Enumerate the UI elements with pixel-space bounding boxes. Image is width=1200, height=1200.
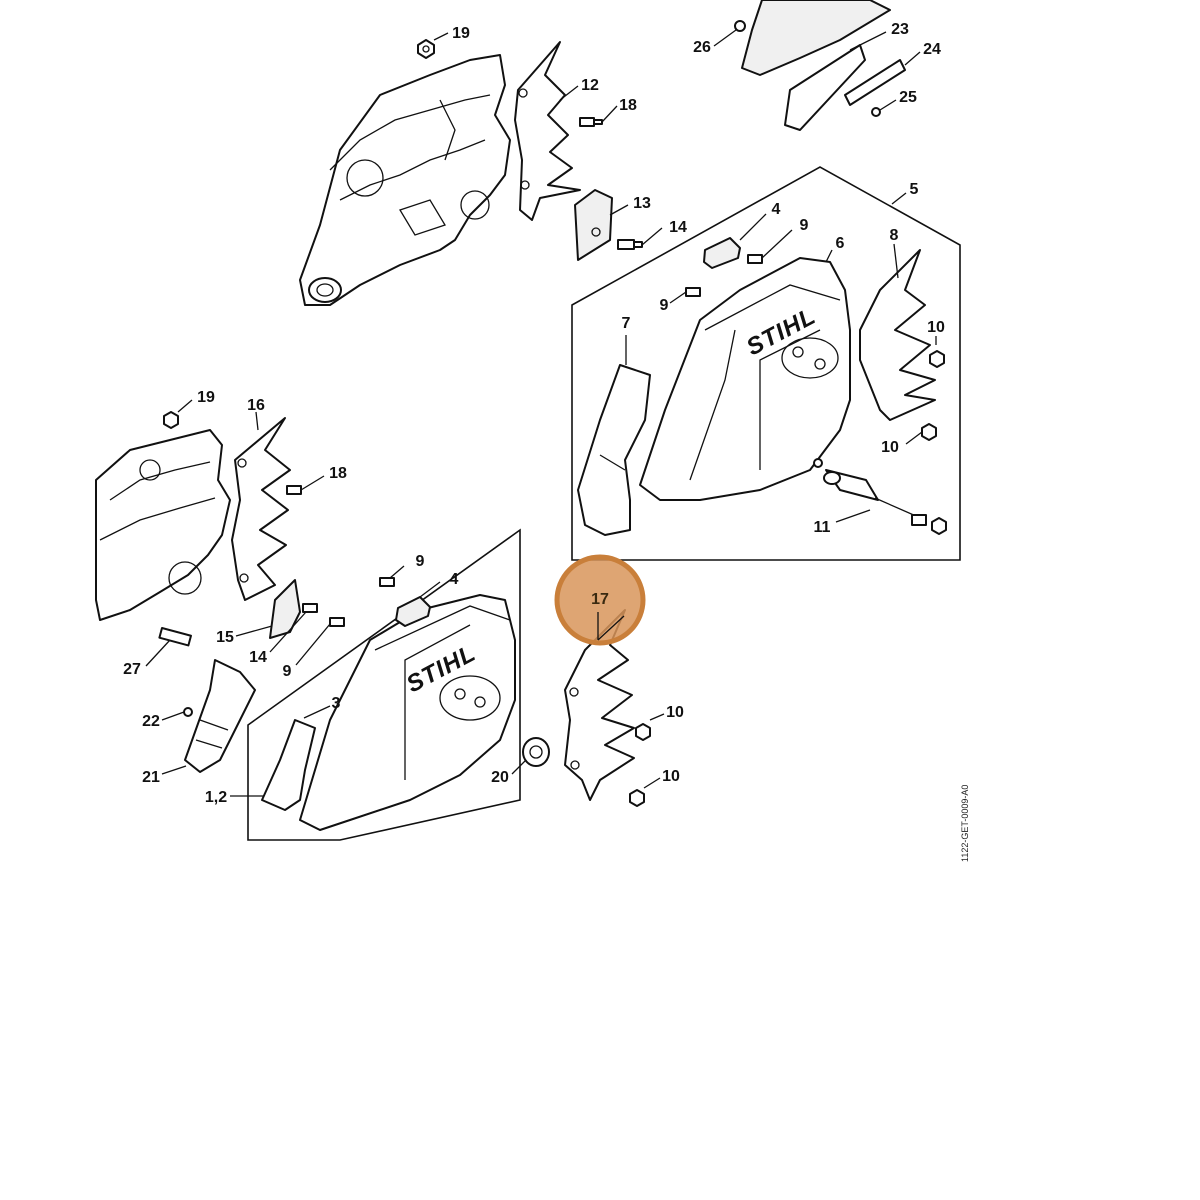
callout-9-bottom-a: 9	[416, 553, 425, 570]
callout-23: 23	[891, 21, 909, 38]
highlight-label: 17	[591, 591, 609, 608]
callout-10-top-a: 10	[927, 319, 945, 336]
callout-14-bottom: 14	[249, 649, 267, 666]
callout-13: 13	[633, 195, 651, 212]
callout-18-top: 18	[619, 97, 637, 114]
leader-lines	[145, 29, 937, 797]
nut-20	[522, 737, 550, 767]
callout-10-top-b: 10	[881, 439, 899, 456]
fasteners-top	[417, 20, 881, 250]
callout-26: 26	[693, 39, 711, 56]
callout-5: 5	[910, 181, 919, 198]
callout-18-bottom: 18	[329, 465, 347, 482]
callout-16: 16	[247, 397, 265, 414]
callout-15: 15	[216, 629, 234, 646]
callout-9-top-b: 9	[660, 297, 669, 314]
callout-3: 3	[332, 695, 341, 712]
callout-12: 12	[581, 77, 599, 94]
callout-11: 11	[814, 519, 831, 536]
fasteners-right	[685, 254, 947, 535]
sprocket-cover-1-2: STIHL	[299, 594, 516, 831]
chain-catcher-7	[577, 364, 651, 536]
callout-22: 22	[142, 713, 160, 730]
rear-handle-21	[184, 659, 256, 773]
bumper-spike-16	[231, 417, 291, 601]
fasteners-bottom-right	[629, 723, 651, 807]
callout-19-bottom: 19	[197, 389, 215, 406]
block-13	[574, 189, 613, 261]
sprocket-cover-assembly-frame	[571, 166, 961, 561]
callout-14-top: 14	[669, 219, 687, 236]
sprocket-cover-assembly-frame-bottom	[247, 528, 521, 841]
callout-4-top: 4	[772, 201, 781, 218]
catch-15	[269, 579, 301, 639]
callout-7: 7	[622, 315, 631, 332]
callout-9-bottom-b: 9	[283, 663, 292, 680]
chain-guide-plate-12	[514, 41, 581, 221]
highlight-callout-17[interactable]: 17	[554, 554, 646, 646]
callout-25: 25	[899, 89, 917, 106]
chain-catcher-3	[261, 719, 316, 811]
callout-9-top-a: 9	[800, 217, 809, 234]
document-code: 1122-GET-0009-A0	[960, 785, 970, 862]
callout-10-bottom-b: 10	[662, 768, 680, 785]
callout-20: 20	[491, 769, 509, 786]
guide-bar-plates-top	[741, 0, 906, 131]
callout-8: 8	[890, 227, 899, 244]
callout-21: 21	[142, 769, 160, 786]
callout-24: 24	[923, 41, 941, 58]
callout-1-2: 1,2	[205, 789, 227, 806]
callout-27: 27	[123, 661, 141, 678]
crankcase-top	[299, 54, 511, 306]
callout-6: 6	[836, 235, 845, 252]
callout-labels: 19 12 18 13 14 26 23 24 25 5 4 9 6 8 9 7…	[123, 21, 945, 806]
fasteners-bottom-left	[158, 411, 395, 717]
callout-4-bottom: 4	[450, 571, 459, 588]
clip-4-top	[703, 237, 741, 269]
highlight-circle	[554, 554, 646, 646]
callout-19-top: 19	[452, 25, 470, 42]
crankcase-bottom	[95, 429, 231, 621]
sprocket-cover-6: STIHL	[639, 257, 851, 501]
bumper-spike-8	[859, 249, 936, 421]
tensioner-11	[813, 458, 927, 526]
callout-10-bottom-a: 10	[666, 704, 684, 721]
